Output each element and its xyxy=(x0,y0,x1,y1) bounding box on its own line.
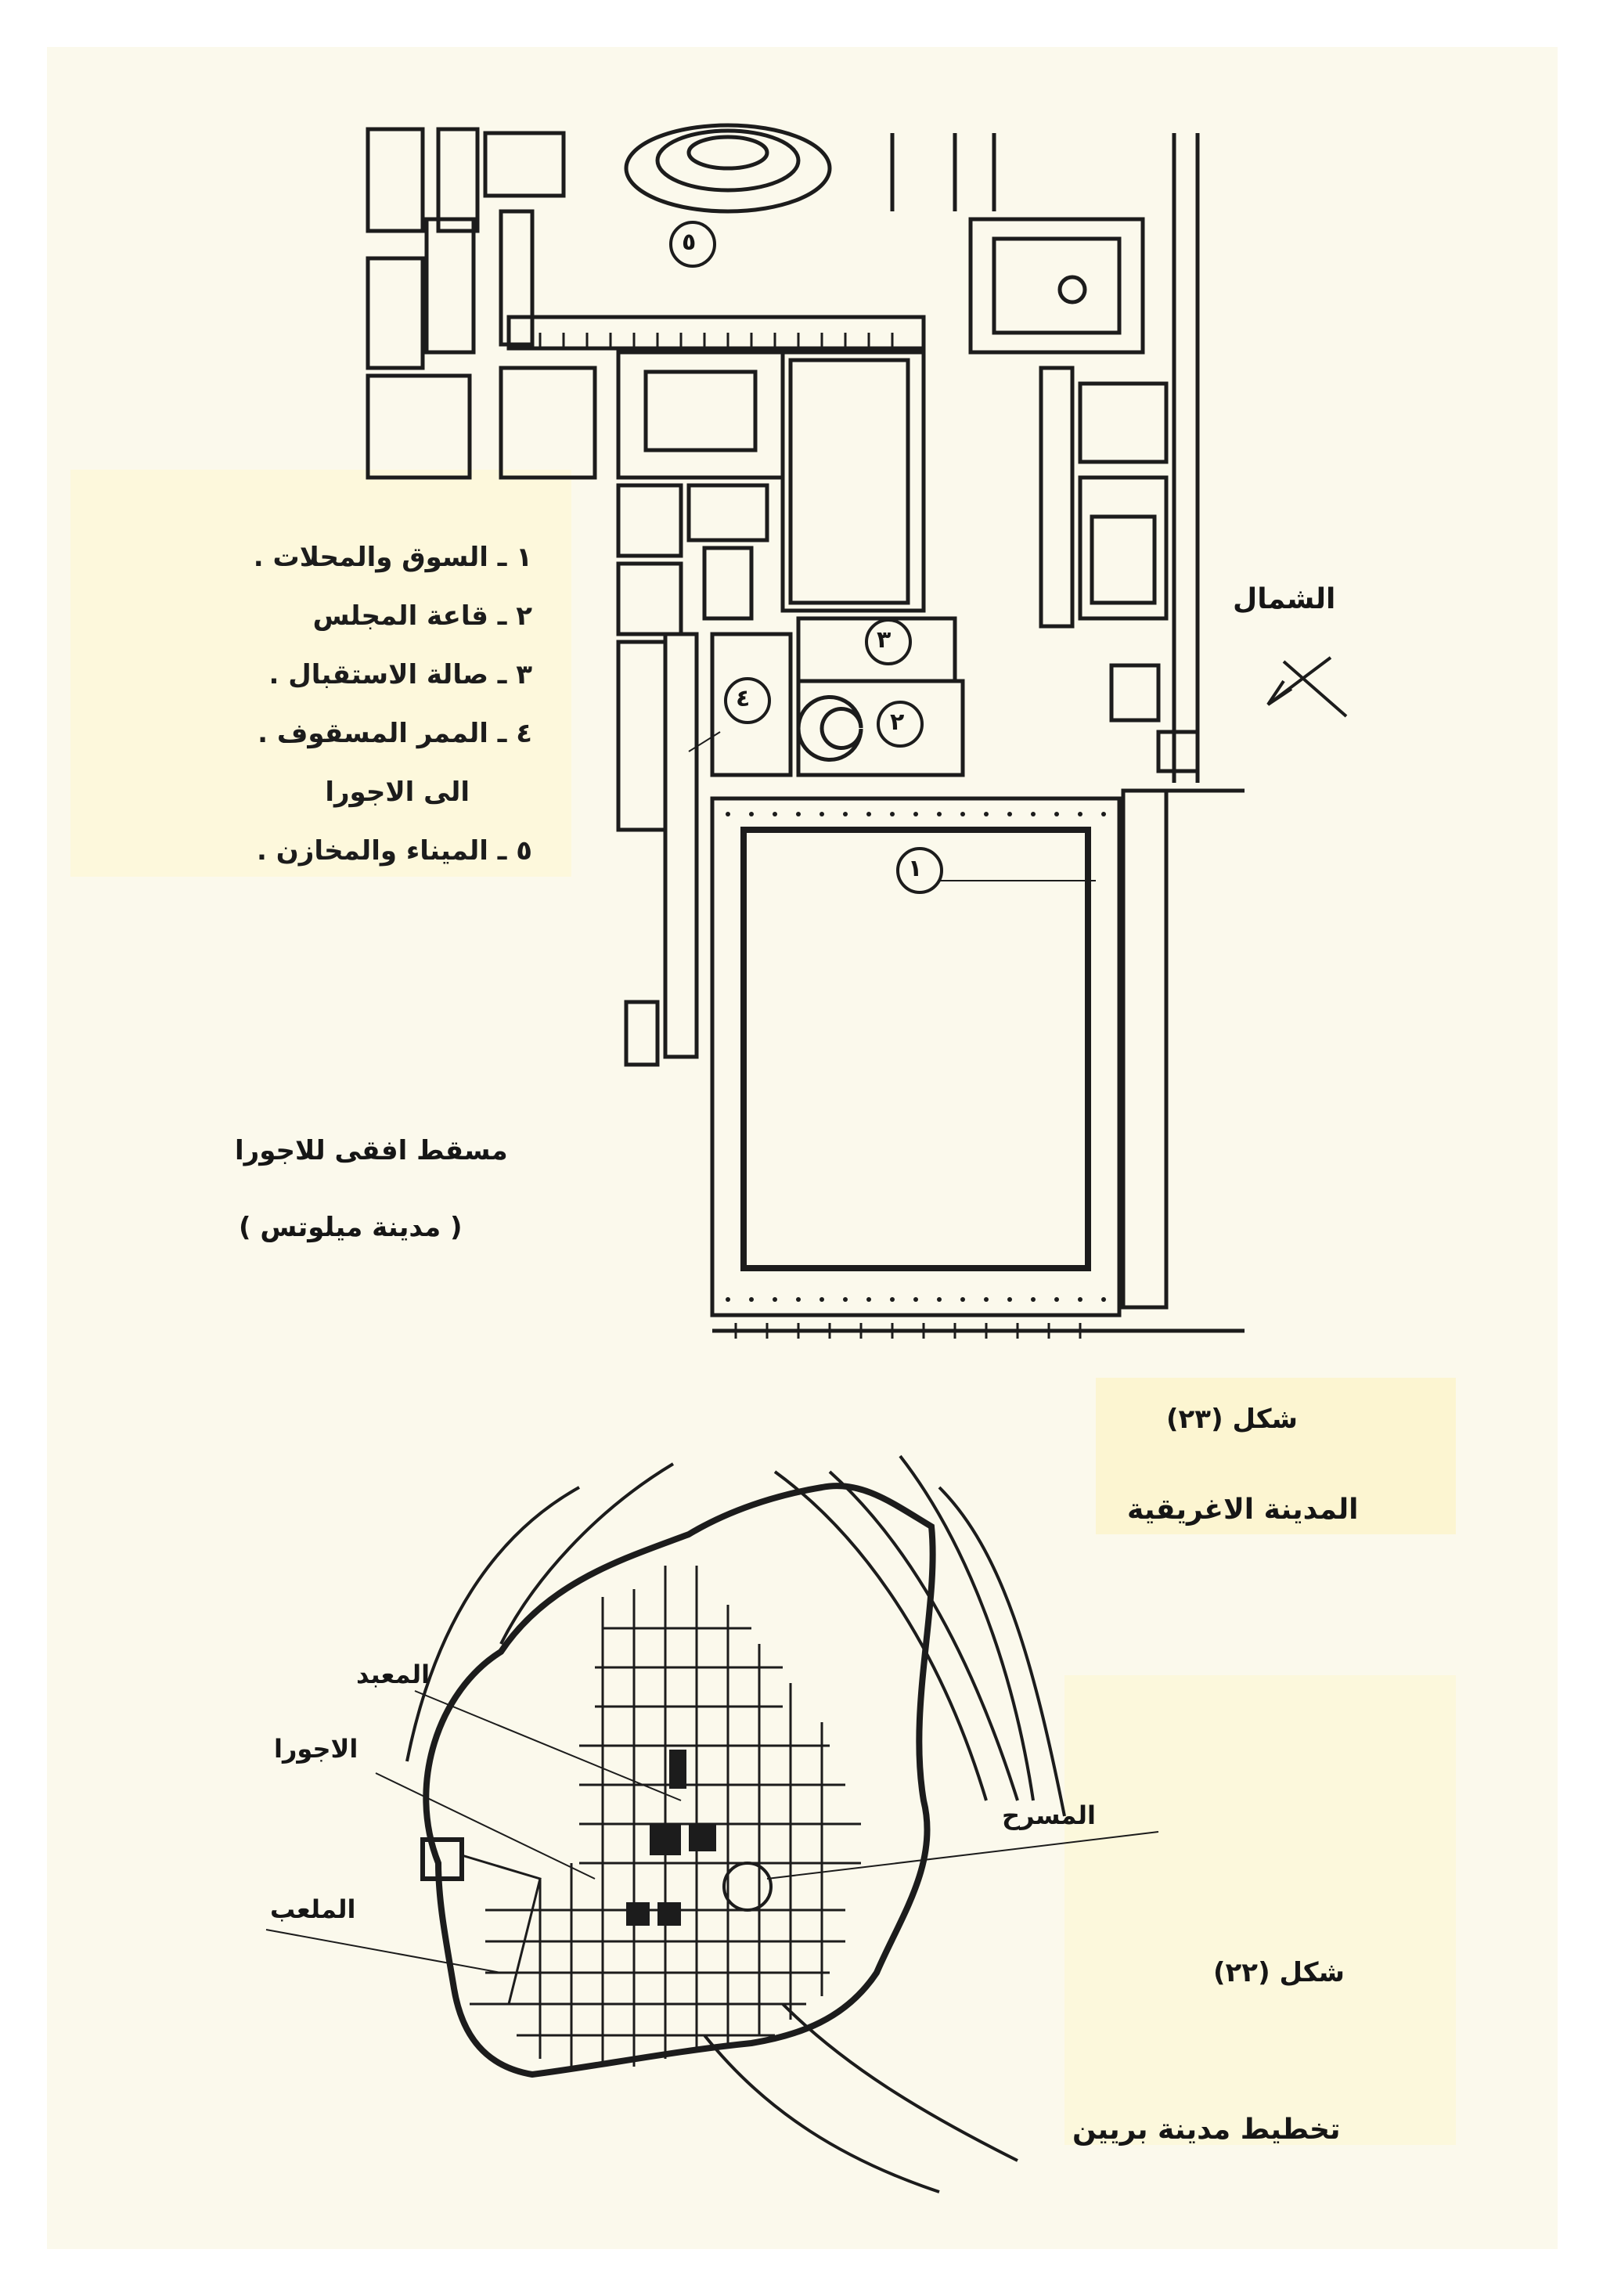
city-block xyxy=(366,256,425,370)
stoa xyxy=(499,209,535,347)
contour-line xyxy=(899,1454,1035,1801)
contour-line xyxy=(781,2002,1018,2162)
theater-label: المسرح xyxy=(1002,1800,1096,1830)
market-court xyxy=(740,827,1091,1271)
building xyxy=(1156,730,1200,773)
building xyxy=(1109,663,1161,723)
leader-line xyxy=(375,1772,596,1880)
courtyard xyxy=(643,369,758,452)
altar xyxy=(1057,275,1087,305)
contour-line xyxy=(405,1486,580,1762)
building xyxy=(624,1000,660,1067)
temple-enclosure xyxy=(992,236,1122,335)
council-seats xyxy=(820,707,863,750)
leader-line xyxy=(688,731,721,752)
marker-2 xyxy=(877,701,924,748)
city-block xyxy=(366,373,472,480)
building xyxy=(1078,475,1169,621)
building xyxy=(1078,381,1169,464)
hill-contour xyxy=(686,135,769,171)
city-block xyxy=(366,127,425,233)
market-outer xyxy=(710,796,1122,1317)
city-block xyxy=(702,546,754,621)
contour-line xyxy=(499,1462,675,1645)
contour-line xyxy=(773,1470,988,1801)
corridor-court xyxy=(710,632,793,777)
city-block xyxy=(616,640,668,832)
marker-1-label: ١ xyxy=(908,855,923,882)
marker-5-label: ٥ xyxy=(682,229,697,256)
contour-line xyxy=(938,1486,1066,1817)
hill-contour xyxy=(655,128,801,193)
legend-item: ١ ـ السوق والمحلات . xyxy=(253,542,532,573)
stadium-gate xyxy=(420,1837,464,1881)
bouleuterion-court xyxy=(788,358,910,605)
filled-buildings xyxy=(626,1750,716,1926)
roofed-corridor xyxy=(663,632,699,1059)
city-block xyxy=(616,561,683,636)
city-block xyxy=(686,483,769,542)
shops-row xyxy=(1121,788,1169,1310)
building xyxy=(1090,514,1157,605)
figure-23-number: شكل (٢٣) xyxy=(1166,1404,1298,1435)
figure-22-title: تخطيط مدينة بريين xyxy=(1072,2114,1341,2146)
city-block xyxy=(499,366,597,480)
hill-contour xyxy=(624,123,832,214)
stoa xyxy=(424,217,476,355)
contour-line xyxy=(828,1470,1019,1801)
legend-item: ٢ ـ قاعة المجلس xyxy=(312,600,532,632)
north-label: الشمال xyxy=(1233,583,1336,615)
temple-label: المعبد xyxy=(356,1660,430,1689)
marker-3-label: ٣ xyxy=(877,626,892,654)
legend-item: ٣ ـ صالة الاستقبال . xyxy=(268,659,532,690)
temple-enclosure xyxy=(968,217,1145,355)
marker-4-label: ٤ xyxy=(736,685,751,712)
marker-1 xyxy=(896,847,943,894)
city-block xyxy=(436,127,480,233)
marker-3 xyxy=(865,618,912,665)
leader-line xyxy=(766,1831,1159,1880)
council-seats xyxy=(796,695,863,762)
agora-label: الاجورا xyxy=(274,1734,358,1764)
legend: ١ ـ السوق والمحلات . ٢ ـ قاعة المجلس ٣ ـ… xyxy=(117,528,532,881)
theater xyxy=(722,1862,773,1912)
paper-stain xyxy=(70,470,571,877)
colonnade-dots xyxy=(726,812,1106,1302)
leader-line xyxy=(414,1690,682,1801)
marker-2-label: ٢ xyxy=(890,708,905,736)
figure-22-number: شكل (٢٢) xyxy=(1213,1957,1345,1988)
street-grid xyxy=(485,1566,861,2067)
marker-5 xyxy=(669,221,716,268)
legend-item: الى الاجورا xyxy=(325,777,470,808)
stoa xyxy=(1039,366,1075,629)
bouleuterion-court xyxy=(780,350,926,613)
legend-item: ٤ ـ الممر المسقوف . xyxy=(258,718,532,749)
marker-4 xyxy=(724,677,771,724)
legend-item: ٥ ـ الميناء والمخازن . xyxy=(257,835,532,867)
figure-23-title: المدينة الاغريقية xyxy=(1127,1494,1359,1526)
north-arrow-icon xyxy=(1266,656,1348,718)
stadium xyxy=(461,1854,542,2006)
leader-line xyxy=(265,1929,502,1973)
stoa xyxy=(506,315,926,351)
agora-city-caption: ( مدينة ميلوتس ) xyxy=(239,1212,463,1243)
paper-stain xyxy=(1064,1675,1456,2145)
paper-stain xyxy=(1096,1378,1456,1534)
city-wall xyxy=(423,1483,936,2078)
contour-line xyxy=(703,2034,940,2193)
agora-caption: مسقط افقى للاجورا xyxy=(235,1135,508,1166)
shop-ticks xyxy=(539,333,1082,1339)
city-block xyxy=(483,131,566,198)
city-block xyxy=(616,483,683,558)
stadium-label: الملعب xyxy=(270,1894,356,1924)
